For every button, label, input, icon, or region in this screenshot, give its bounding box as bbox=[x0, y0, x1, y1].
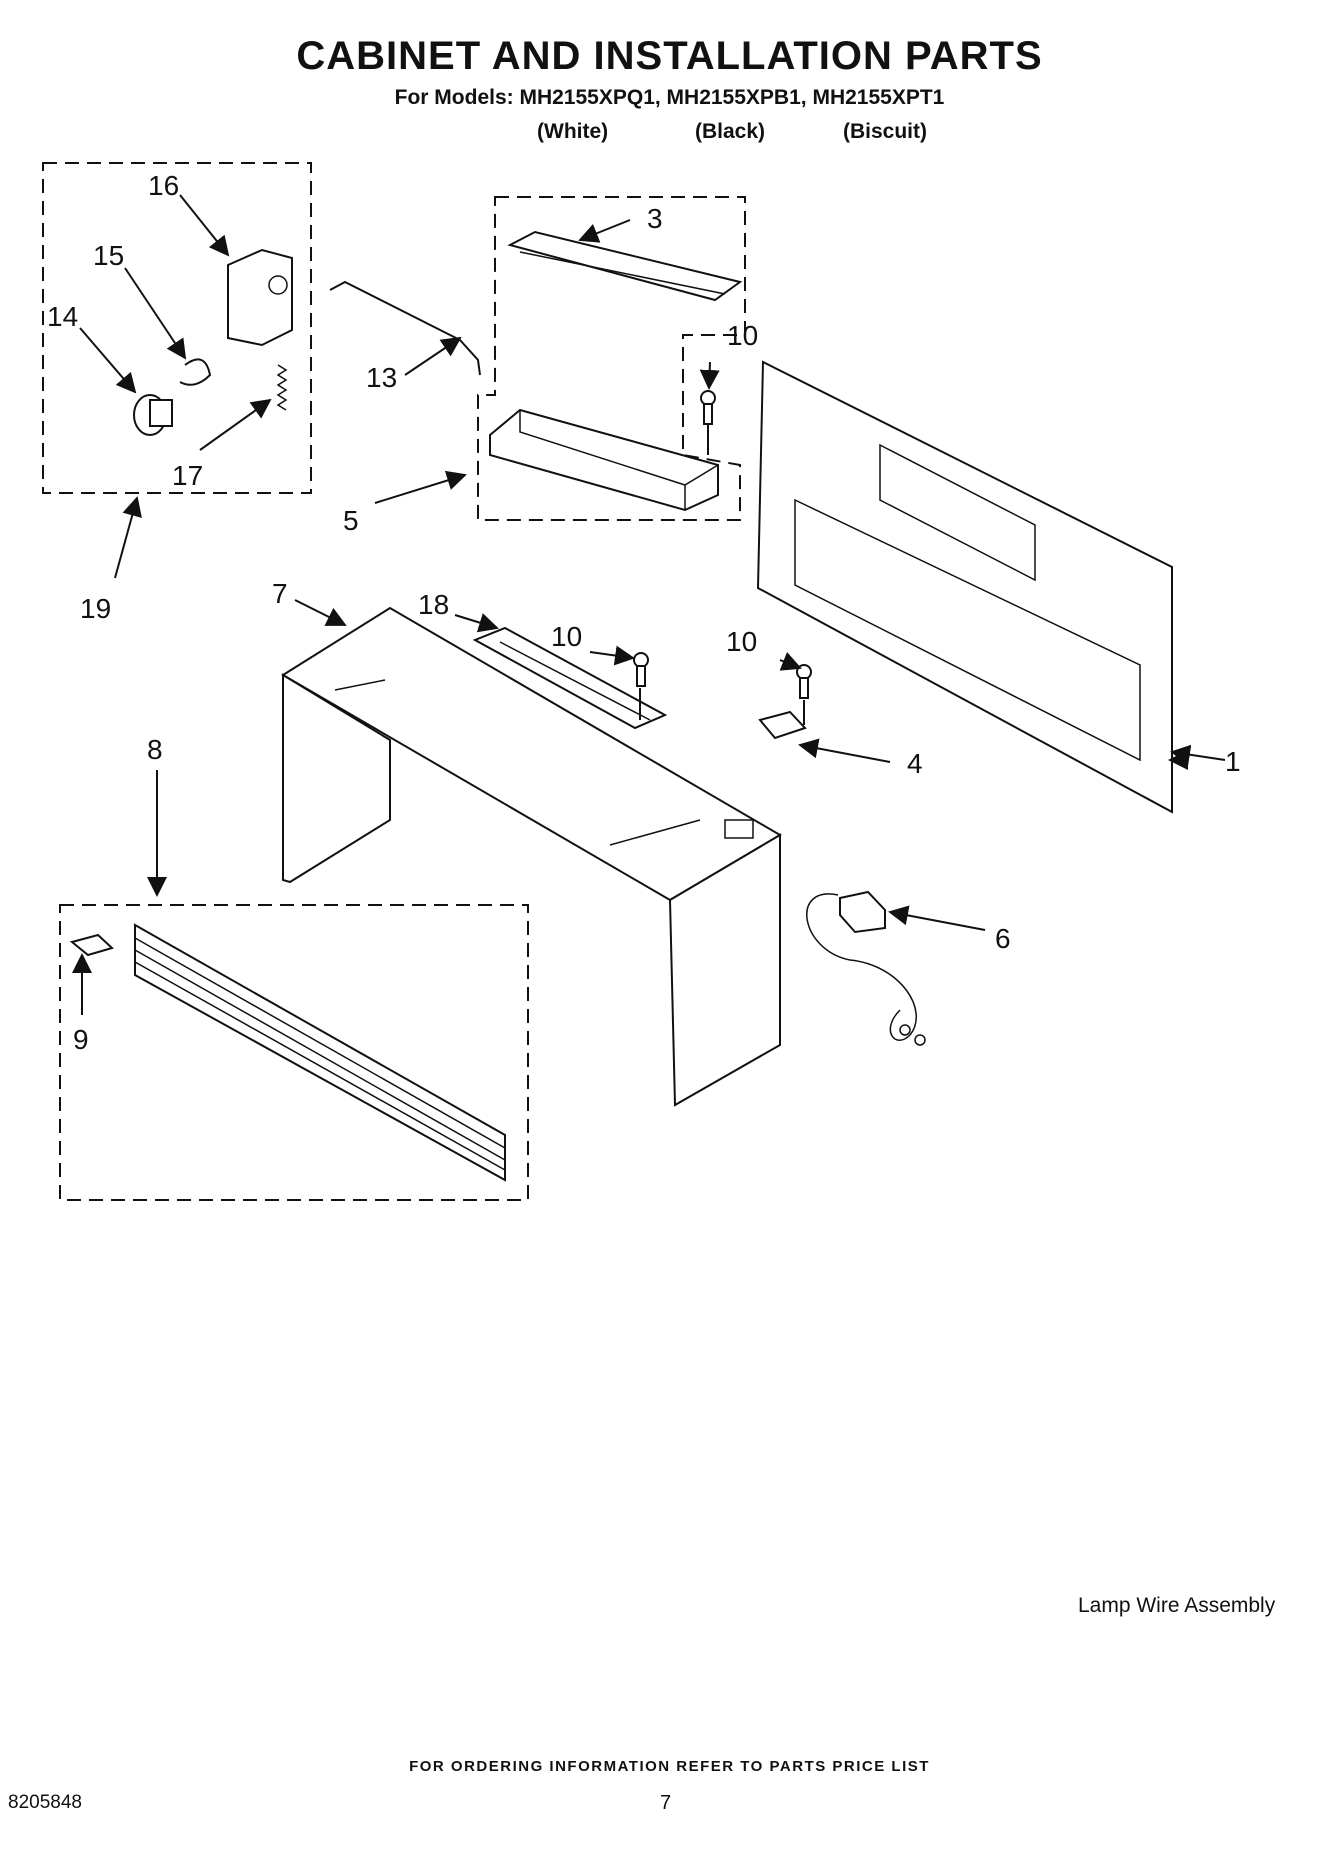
part-8-grille bbox=[134, 923, 506, 1182]
callout-19: 19 bbox=[80, 593, 112, 624]
part-16-bracket bbox=[227, 248, 293, 347]
callout-13: 13 bbox=[366, 362, 398, 393]
group-box-19 bbox=[42, 162, 312, 494]
callout-1: 1 bbox=[1225, 746, 1241, 777]
document-number: 8205848 bbox=[8, 1792, 82, 1813]
variant-biscuit: (Biscuit) bbox=[843, 120, 927, 143]
callout-9: 9 bbox=[73, 1024, 89, 1055]
callout-16: 16 bbox=[148, 170, 180, 201]
part-1-mounting-plate bbox=[756, 360, 1173, 814]
part-7-cabinet bbox=[281, 606, 782, 1107]
models-line: For Models: MH2155XPQ1, MH2155XPB1, MH21… bbox=[394, 86, 945, 109]
part-15-clip bbox=[179, 358, 212, 386]
part-10-screw-c bbox=[796, 664, 812, 699]
part-3-bar bbox=[507, 230, 743, 302]
callout-10-top: 10 bbox=[727, 320, 759, 351]
part-14-knob bbox=[133, 394, 173, 436]
part-5-tray bbox=[489, 408, 719, 512]
page-number: 7 bbox=[660, 1792, 672, 1814]
callout-6: 6 bbox=[995, 923, 1011, 954]
callout-5: 5 bbox=[343, 505, 359, 536]
callout-4: 4 bbox=[907, 748, 923, 779]
callout-14: 14 bbox=[47, 301, 79, 332]
callout-10-right: 10 bbox=[726, 626, 758, 657]
group-box-8 bbox=[59, 904, 529, 1201]
page-title: CABINET AND INSTALLATION PARTS bbox=[296, 34, 1043, 78]
part-4-clip bbox=[758, 710, 807, 740]
callout-10-middle: 10 bbox=[551, 621, 583, 652]
callout-18: 18 bbox=[418, 589, 450, 620]
lamp-wire-note: Lamp Wire Assembly bbox=[1078, 1594, 1276, 1617]
part-6-lamp-wire bbox=[806, 890, 926, 1046]
callout-8: 8 bbox=[147, 734, 163, 765]
variant-black: (Black) bbox=[695, 120, 766, 143]
callout-17: 17 bbox=[172, 460, 204, 491]
variant-white: (White) bbox=[537, 120, 609, 143]
part-10-screw-b bbox=[633, 652, 649, 687]
part-13-rod bbox=[329, 280, 481, 376]
group-box-5 bbox=[477, 196, 746, 521]
part-10-screw-a bbox=[700, 390, 716, 425]
callout-15: 15 bbox=[93, 240, 125, 271]
ordering-footer: FOR ORDERING INFORMATION REFER TO PARTS … bbox=[409, 1758, 930, 1775]
part-17-spring bbox=[276, 364, 288, 411]
part-9-clip bbox=[69, 933, 114, 957]
callout-7: 7 bbox=[272, 578, 288, 609]
callout-3: 3 bbox=[647, 203, 663, 234]
